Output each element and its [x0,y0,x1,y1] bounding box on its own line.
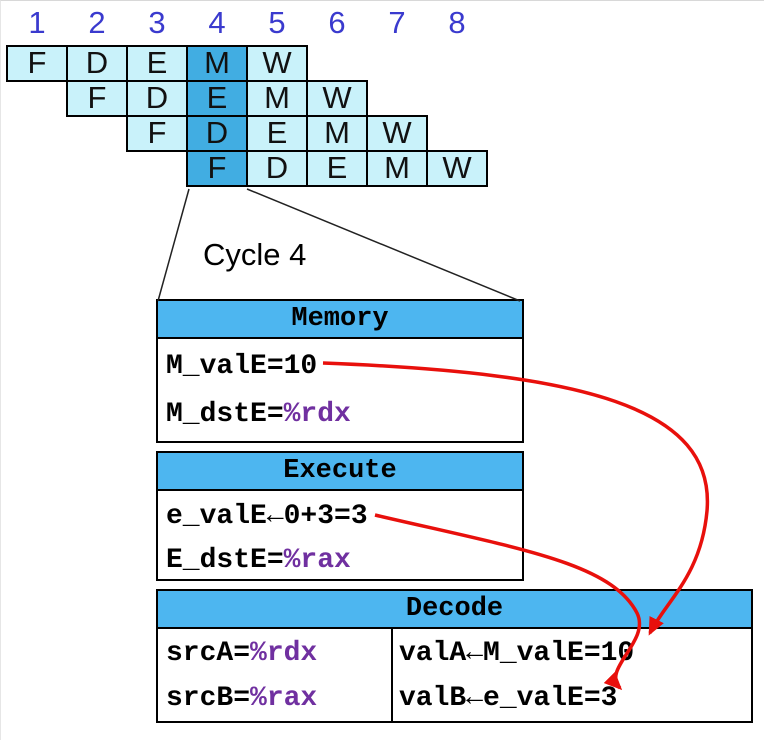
decode-stage-header: Decode [156,589,753,629]
pipeline-cell-highlight: E [186,80,248,117]
pipeline-cell: F [6,45,68,82]
decode-val-column: valA←M_valE=10 valB←e_valE=3 [393,629,751,721]
pipeline-cell: W [426,150,488,187]
pipeline-cell: E [306,150,368,187]
decode-valB-text: valB←e_valE=3 [399,683,618,714]
decode-line-srcA: srcA=%rdx [166,631,391,676]
cycle-number: 5 [268,5,286,40]
cycle-number: 2 [88,5,106,40]
pipeline-cell: F [66,80,128,117]
register-rax: %rax [250,683,318,714]
pipeline-cell: M [246,80,308,117]
memory-line-valE: M_valE=10 [166,343,522,391]
execute-line-dstE: E_dstE=%rax [166,539,522,583]
decode-src-column: srcA=%rdx srcB=%rax [158,629,393,721]
memory-stage-header: Memory [156,299,524,339]
register-rax: %rax [283,545,351,576]
decode-line-valB: valB←e_valE=3 [399,676,751,721]
funnel-line-left [157,188,190,302]
cycle-number: 8 [448,5,466,40]
pipeline-cell: E [126,45,188,82]
memory-stage-body: M_valE=10 M_dstE=%rdx [156,337,524,443]
decode-srcA-text: srcA= [166,638,251,669]
pipeline-cell-highlight: F [186,150,248,187]
pipeline-cell: D [66,45,128,82]
pipeline-cell: M [366,150,428,187]
decode-line-srcB: srcB=%rax [166,676,391,721]
pipeline-cell-highlight: D [186,115,248,152]
cycle-number: 7 [388,5,406,40]
decode-stage-body: srcA=%rdx srcB=%rax valA←M_valE=10 valB←… [156,627,753,723]
pipeline-cell: W [306,80,368,117]
execute-stage-header: Execute [156,451,524,491]
memory-dstE-text: M_dstE= [166,399,284,430]
cycle-number: 6 [328,5,346,40]
execute-line-valE: e_valE←0+3=3 [166,495,522,539]
register-rdx: %rdx [250,638,318,669]
decode-line-valA: valA←M_valE=10 [399,631,751,676]
cycle-number: 1 [28,5,46,40]
pipeline-cell: E [246,115,308,152]
pipeline-cell: D [126,80,188,117]
execute-stage-body: e_valE←0+3=3 E_dstE=%rax [156,489,524,581]
memory-valE-text: M_valE=10 [166,351,318,382]
pipeline-cell: W [246,45,308,82]
memory-line-dstE: M_dstE=%rdx [166,391,522,439]
register-rdx: %rdx [283,399,351,430]
execute-valE-text: e_valE←0+3=3 [166,501,368,532]
cycle-label: Cycle 4 [203,237,307,272]
decode-srcB-text: srcB= [166,683,251,714]
pipeline-cell-highlight: M [186,45,248,82]
pipeline-cell: W [366,115,428,152]
cycle-number: 4 [208,5,226,40]
pipeline-cell: D [246,150,308,187]
pipeline-cell: M [306,115,368,152]
pipeline-cell: F [126,115,188,152]
decode-valA-text: valA←M_valE=10 [399,638,635,669]
cycle-number: 3 [148,5,166,40]
execute-dstE-text: E_dstE= [166,545,284,576]
